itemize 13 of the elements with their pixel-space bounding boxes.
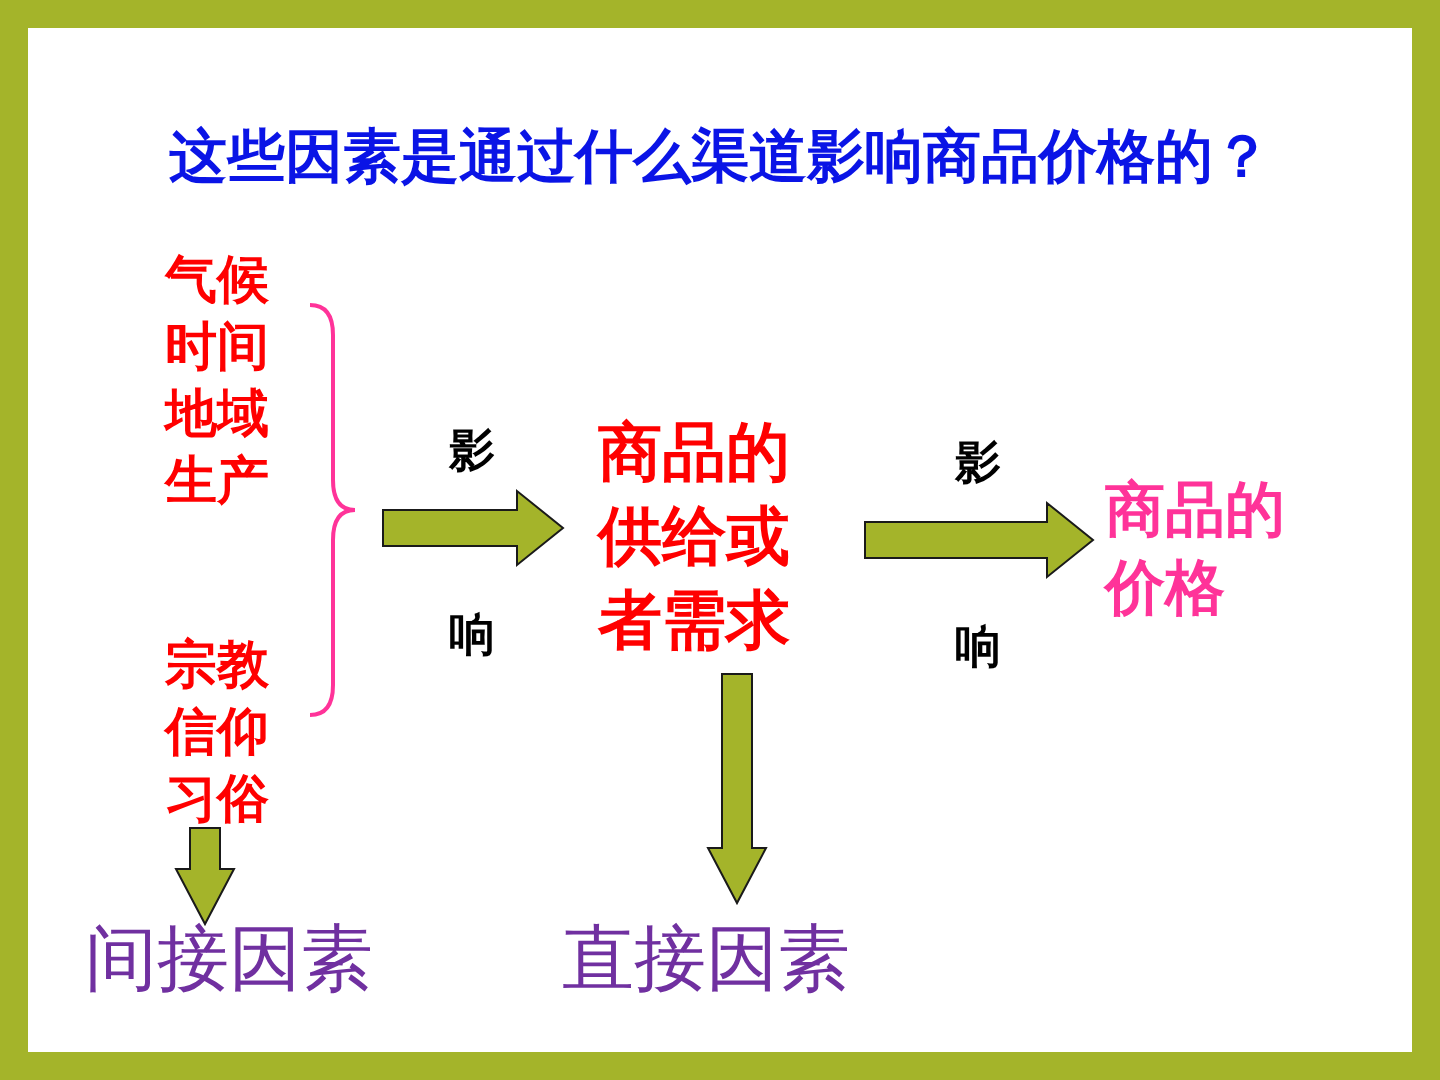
direct-factor-text: 直接因素 bbox=[562, 918, 851, 998]
supply-demand-text: 商品的供给或者需求 bbox=[598, 414, 791, 659]
edge-label: 影响 bbox=[450, 390, 496, 758]
edge-label: 影响 bbox=[956, 402, 1002, 770]
factor-list: 气候时间地域生产 bbox=[165, 246, 285, 514]
block-arrow bbox=[706, 673, 768, 906]
block-arrow bbox=[382, 488, 565, 568]
block-arrow bbox=[174, 827, 236, 927]
indirect-factor-text: 间接因素 bbox=[85, 918, 374, 998]
price-text: 商品的价格 bbox=[1105, 473, 1286, 624]
block-arrow bbox=[864, 500, 1095, 580]
title: 这些因素是通过什么渠道影响商品价格的？ bbox=[168, 121, 1272, 192]
factor-list: 宗教信仰习俗 bbox=[165, 631, 285, 832]
